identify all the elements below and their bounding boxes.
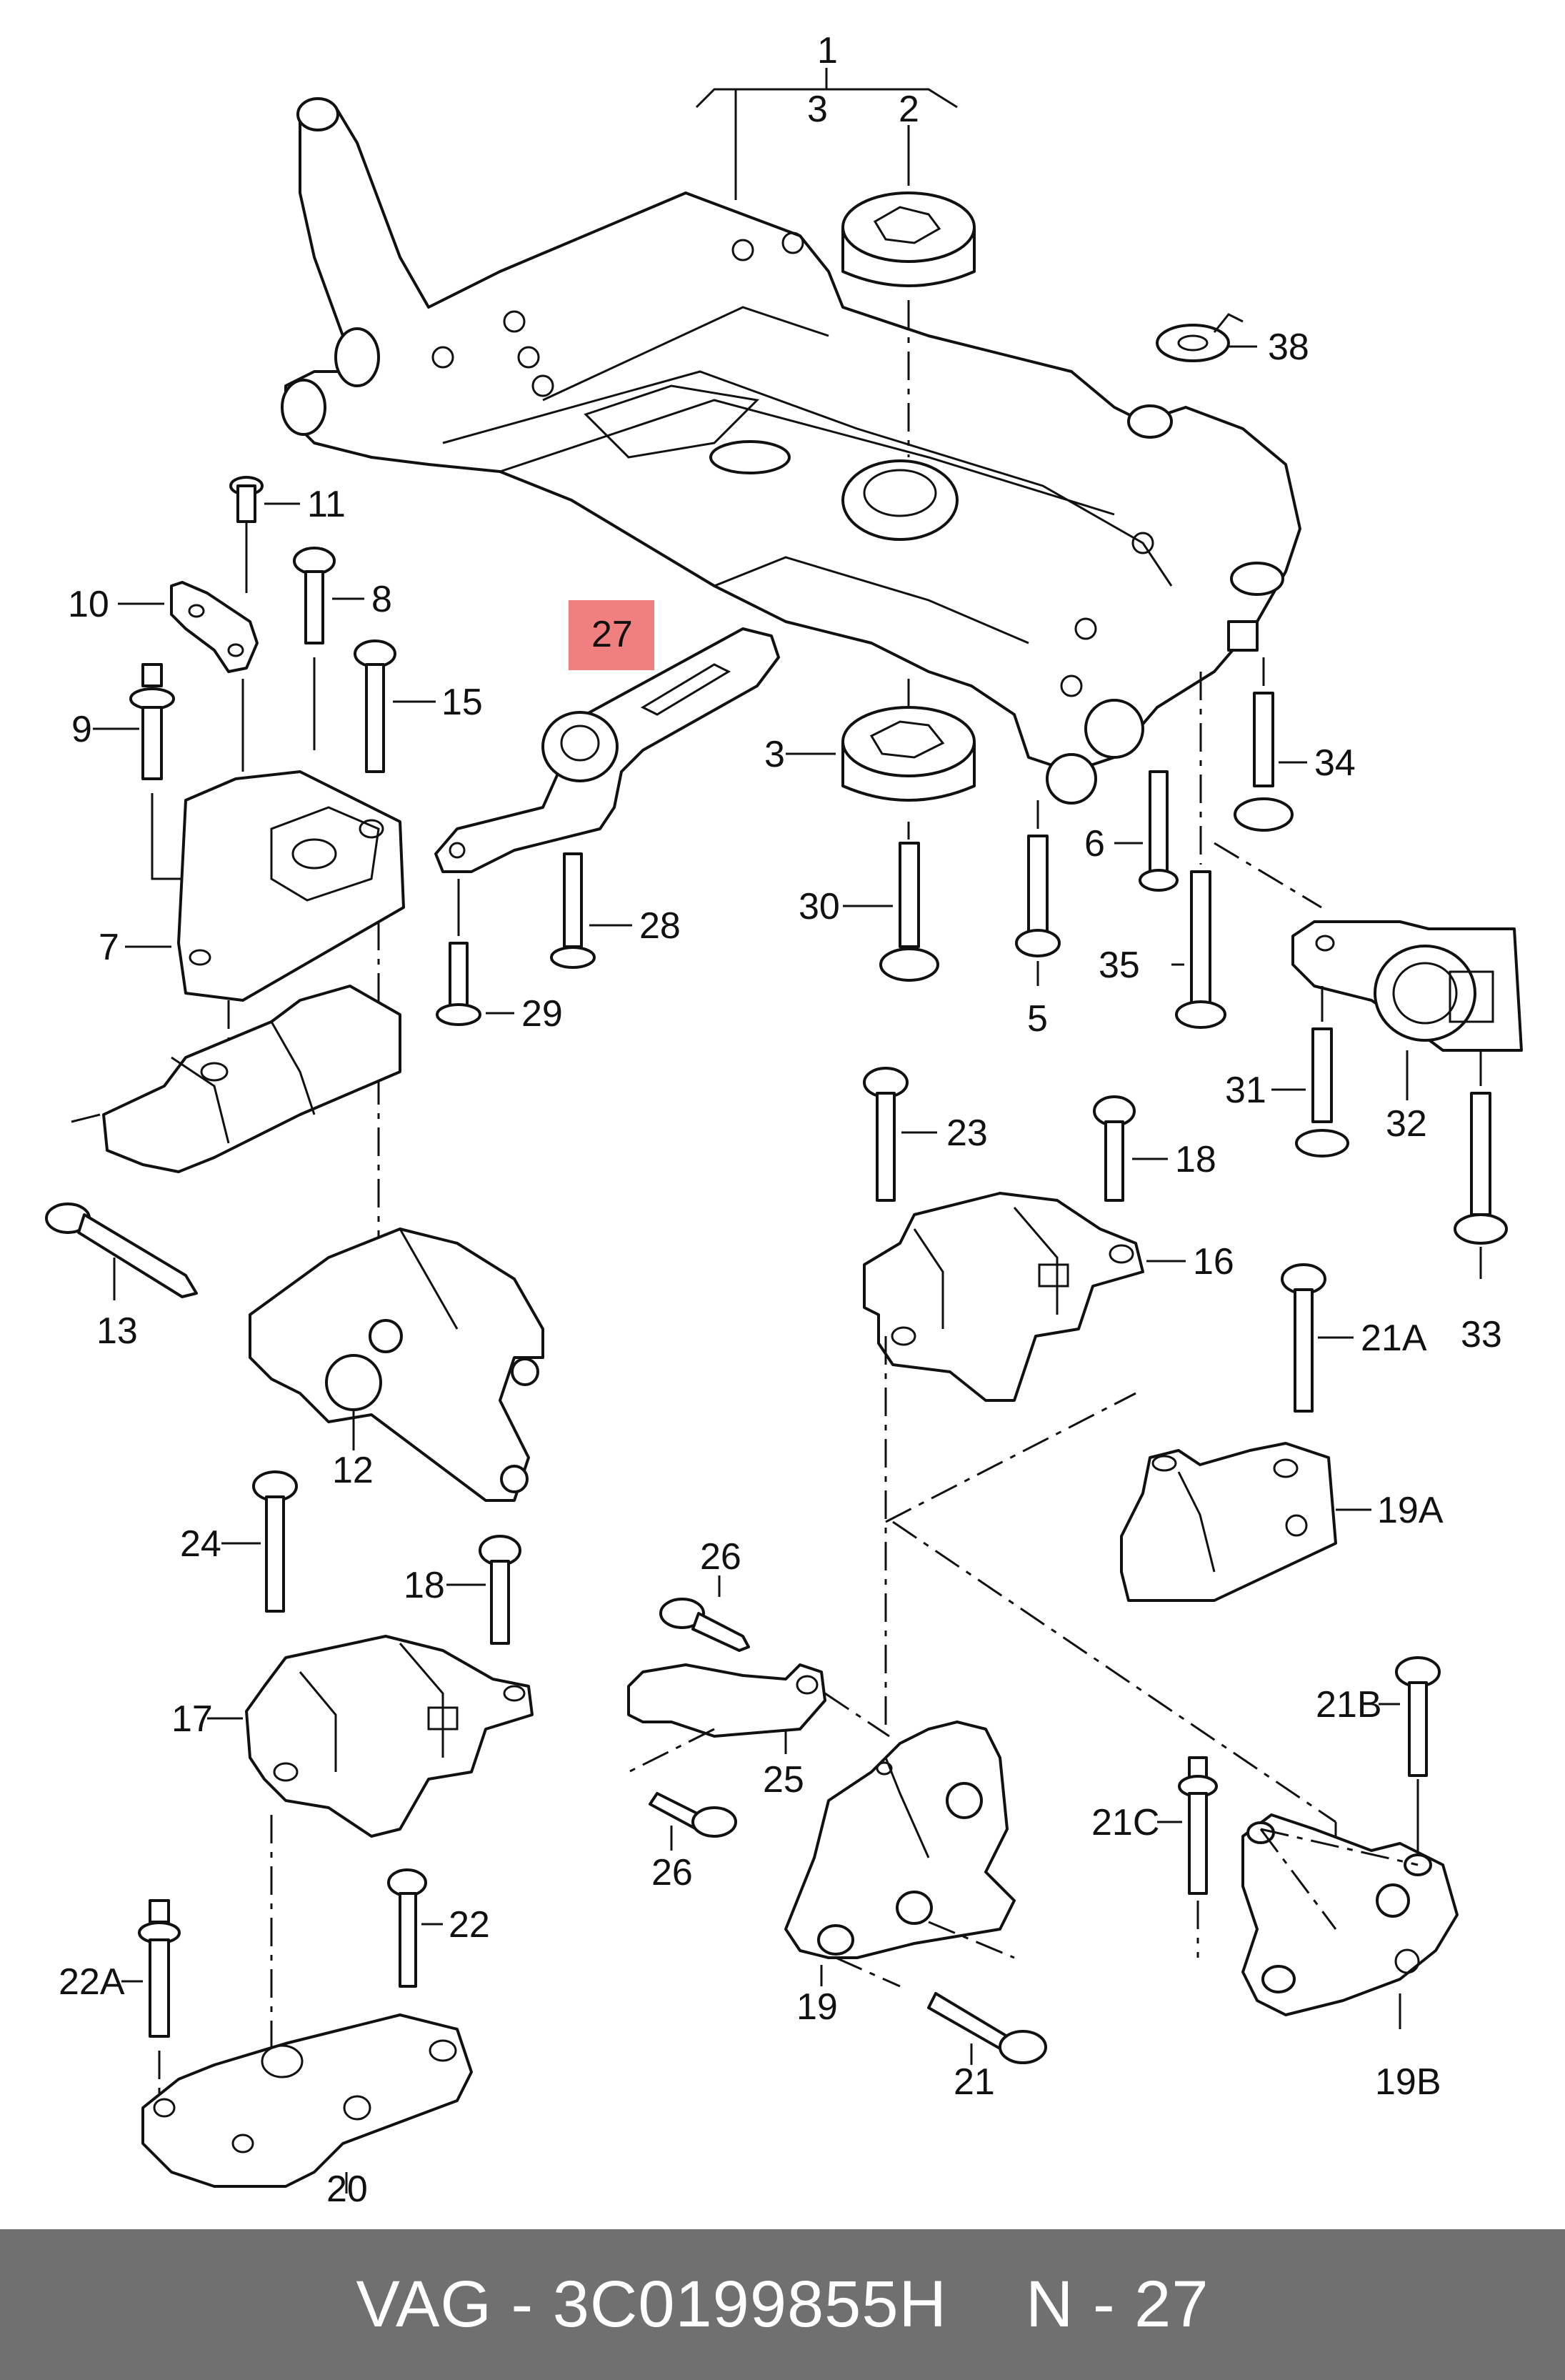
bushing-3 xyxy=(841,706,976,802)
callout-22a: 22A xyxy=(59,1961,125,2003)
callout-17: 17 xyxy=(171,1698,213,1740)
callout-25: 25 xyxy=(763,1759,804,1801)
bolt-15 xyxy=(354,639,396,773)
callout-7: 7 xyxy=(99,927,119,968)
bolt-22a xyxy=(138,1899,181,2038)
callout-8: 8 xyxy=(371,579,392,620)
bolt-11 xyxy=(229,476,264,543)
bolt-29 xyxy=(436,942,481,1026)
bolt-9 xyxy=(129,663,175,780)
callout-5: 5 xyxy=(1027,998,1048,1040)
bolt-28 xyxy=(550,852,596,969)
bolt-23 xyxy=(863,1067,909,1202)
callout-33: 33 xyxy=(1461,1314,1502,1355)
footer-part-number: VAG - 3C0199855H xyxy=(356,2268,947,2341)
bolt-5 xyxy=(1015,835,1061,957)
callout-18-upper: 18 xyxy=(1175,1139,1216,1180)
bolt-18-lower xyxy=(479,1535,521,1645)
callout-23: 23 xyxy=(946,1112,988,1154)
callout-26-lower: 26 xyxy=(651,1852,693,1893)
footer-position: N - 27 xyxy=(1025,2268,1209,2341)
bolt-18-upper xyxy=(1093,1095,1136,1202)
callout-12: 12 xyxy=(332,1450,374,1491)
callout-3-top: 3 xyxy=(807,89,828,130)
gearbox-mount-16 xyxy=(863,1192,1144,1402)
bolt-33 xyxy=(1454,1092,1508,1245)
bolt-13 xyxy=(45,1203,198,1298)
bolt-26-lower xyxy=(649,1792,737,1838)
callout-15: 15 xyxy=(441,682,483,723)
callout-32: 32 xyxy=(1386,1103,1427,1145)
bushing-2 xyxy=(841,191,976,287)
callout-21: 21 xyxy=(954,2061,995,2103)
callout-27: 27 xyxy=(591,614,633,655)
bracket-12 xyxy=(249,1228,544,1502)
callout-30: 30 xyxy=(799,886,840,927)
callout-19a: 19A xyxy=(1377,1490,1444,1531)
bolt-34 xyxy=(1234,692,1294,832)
bolt-35 xyxy=(1175,870,1226,1029)
clip-38 xyxy=(1156,313,1244,362)
callout-34: 34 xyxy=(1314,742,1356,784)
callout-2: 2 xyxy=(899,89,919,130)
bolt-8 xyxy=(293,547,336,644)
callout-6: 6 xyxy=(1084,823,1105,865)
bolt-21b xyxy=(1395,1656,1441,1777)
bolt-6 xyxy=(1139,770,1179,892)
callout-26-upper: 26 xyxy=(700,1536,741,1578)
highlight-27 xyxy=(569,600,654,670)
callout-21c: 21C xyxy=(1091,1802,1159,1843)
bolt-26-upper xyxy=(659,1598,750,1652)
callout-10: 10 xyxy=(68,584,109,625)
bracket-19 xyxy=(784,1721,1016,1959)
body-section xyxy=(71,985,401,1173)
callout-16: 16 xyxy=(1193,1241,1234,1283)
callout-38: 38 xyxy=(1268,327,1309,368)
torque-arm-27 xyxy=(434,627,780,873)
bolt-21c xyxy=(1178,1756,1218,1895)
bolt-21a xyxy=(1281,1263,1326,1413)
callout-24: 24 xyxy=(180,1523,221,1565)
parts-diagram: 1 3 2 38 11 10 8 27 15 9 3 34 6 30 28 7 … xyxy=(45,30,1523,2210)
callout-19: 19 xyxy=(796,1986,838,2028)
bolt-21 xyxy=(927,1992,1047,2064)
bracket-25 xyxy=(627,1663,826,1738)
callout-9: 9 xyxy=(71,709,92,750)
callout-13: 13 xyxy=(96,1310,138,1352)
callout-21a: 21A xyxy=(1361,1318,1427,1359)
bracket-10 xyxy=(170,581,259,673)
bolt-22 xyxy=(387,1868,427,1988)
callout-1: 1 xyxy=(817,30,838,71)
bracket-20 xyxy=(141,2013,473,2188)
footer-bar: VAG - 3C0199855H N - 27 xyxy=(0,2229,1565,2380)
engine-mount-7 xyxy=(177,770,405,1002)
callout-35: 35 xyxy=(1099,945,1140,986)
bolt-30 xyxy=(879,842,939,982)
callout-29: 29 xyxy=(521,993,563,1035)
callout-21b: 21B xyxy=(1316,1684,1382,1726)
callout-22: 22 xyxy=(449,1904,490,1946)
callout-20: 20 xyxy=(326,2169,368,2210)
bracket-19b xyxy=(1241,1813,1459,2016)
callout-3: 3 xyxy=(764,734,785,775)
callout-31: 31 xyxy=(1225,1070,1266,1111)
bracket-32 xyxy=(1291,920,1523,1052)
callout-18-lower: 18 xyxy=(404,1565,445,1606)
callout-11: 11 xyxy=(307,484,346,525)
bolt-24 xyxy=(252,1470,298,1613)
callout-labels: 1 3 2 38 11 10 8 27 15 9 3 34 6 30 28 7 … xyxy=(59,30,1502,2210)
bracket-19a xyxy=(1120,1442,1337,1602)
gearbox-mount-17 xyxy=(245,1635,534,1838)
subframe xyxy=(281,97,1301,805)
bolt-31 xyxy=(1295,1027,1349,1157)
callout-19b: 19B xyxy=(1375,2061,1441,2103)
callout-28: 28 xyxy=(639,905,681,947)
